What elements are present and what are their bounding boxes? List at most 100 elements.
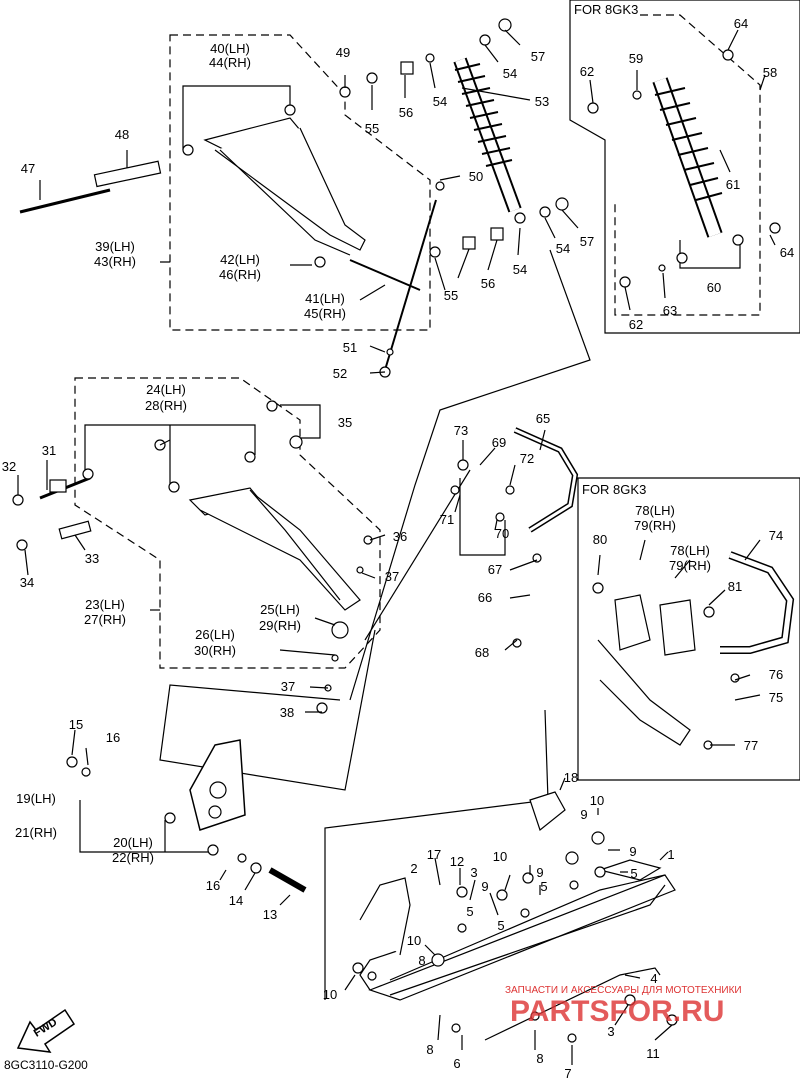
callout-c64b: 64	[779, 245, 795, 260]
callout-c5b: 5	[540, 879, 548, 894]
callout-c15: 15	[68, 717, 84, 732]
callout-c46: 46(RH)	[219, 267, 261, 282]
callout-c20: 20(LH)	[113, 835, 153, 850]
watermark-logo: PARTSFOR.RU	[510, 995, 725, 1028]
callout-c5d: 5	[497, 918, 505, 933]
callout-c9b: 9	[629, 844, 637, 859]
callout-c67: 67	[487, 562, 503, 577]
callout-c78b: 78(LH)	[670, 543, 710, 558]
watermark-text: ЗАПЧАСТИ И АКСЕССУАРЫ ДЛЯ МОТОТЕХНИКИ	[505, 985, 742, 996]
callout-c75: 75	[768, 690, 784, 705]
callout-c60: 60	[706, 280, 722, 295]
callout-c39: 39(LH)	[95, 239, 135, 254]
callout-c57b: 57	[579, 234, 595, 249]
callout-c14: 14	[228, 893, 244, 908]
callout-c26: 26(LH)	[195, 627, 235, 642]
callout-c48: 48	[114, 127, 130, 142]
callout-c10d: 10	[322, 987, 338, 1002]
fwd-arrow-shape	[16, 1008, 76, 1053]
callout-c7: 7	[564, 1066, 572, 1078]
callout-c40: 40(LH)	[210, 41, 250, 56]
callout-c53: 53	[534, 94, 550, 109]
callout-c71: 71	[439, 512, 455, 527]
inset-bottom-box	[577, 477, 800, 781]
lower-arm-group-box	[74, 377, 381, 669]
ski-1	[359, 859, 676, 1041]
callout-c51: 51	[342, 340, 358, 355]
callout-c68: 68	[474, 645, 490, 660]
callout-c4: 4	[650, 971, 658, 986]
leader-shock-to-frame	[349, 249, 591, 701]
callout-c72: 72	[519, 451, 535, 466]
callout-c1: 1	[667, 847, 675, 862]
callout-c27: 27(RH)	[84, 612, 126, 627]
callout-c10b: 10	[492, 849, 508, 864]
callout-c12: 12	[449, 854, 465, 869]
callout-c11: 11	[646, 1046, 660, 1061]
shock-58	[652, 77, 723, 238]
callout-c18: 18	[563, 770, 579, 785]
callout-c62b: 62	[628, 317, 644, 332]
callout-c69: 69	[491, 435, 507, 450]
callout-c37b: 37	[280, 679, 296, 694]
callout-c55b: 55	[443, 288, 459, 303]
callout-c33: 33	[84, 551, 100, 566]
callout-c17: 17	[426, 847, 442, 862]
callout-c16a: 16	[105, 730, 121, 745]
callout-c10c: 10	[406, 933, 422, 948]
callout-c32: 32	[1, 459, 17, 474]
shock-53	[453, 57, 522, 213]
callout-c22: 22(RH)	[112, 850, 154, 865]
callout-c21: 21(RH)	[15, 825, 57, 840]
callout-c9c: 9	[536, 865, 544, 880]
callout-c70: 70	[494, 526, 510, 541]
callout-c23: 23(LH)	[85, 597, 125, 612]
callout-c49: 49	[335, 45, 351, 60]
callout-c8c: 8	[536, 1051, 544, 1066]
callout-c52: 52	[332, 366, 348, 381]
callout-c8b: 8	[426, 1042, 434, 1057]
callout-c57a: 57	[530, 49, 546, 64]
inset-top-dashed	[614, 14, 761, 316]
leader-arm-to-spindle	[324, 709, 549, 1000]
callout-c45: 45(RH)	[304, 306, 346, 321]
callout-c44: 44(RH)	[209, 55, 251, 70]
callout-c56b: 56	[480, 276, 496, 291]
callout-c31: 31	[41, 443, 57, 458]
callout-c36: 36	[392, 529, 408, 544]
callout-c6: 6	[453, 1056, 461, 1071]
callout-c65: 65	[535, 411, 551, 426]
callout-c43: 43(RH)	[94, 254, 136, 269]
callout-c76: 76	[768, 667, 784, 682]
callout-c80: 80	[592, 532, 608, 547]
callout-c8a: 8	[418, 953, 426, 968]
callout-c34: 34	[19, 575, 35, 590]
callout-c63: 63	[662, 303, 678, 318]
inset-top-title: FOR 8GK3	[574, 2, 639, 17]
callout-c2: 2	[410, 861, 418, 876]
callout-c30: 30(RH)	[194, 643, 236, 658]
callout-c61: 61	[725, 177, 741, 192]
callout-c29: 29(RH)	[259, 618, 301, 633]
callout-c66: 66	[477, 590, 493, 605]
leader-lower-to-spindle	[159, 629, 376, 791]
callout-c54c: 54	[555, 241, 571, 256]
callout-c9a: 9	[580, 807, 588, 822]
callout-c79a: 79(RH)	[634, 518, 676, 533]
inset-top-box	[569, 0, 800, 334]
callout-c77: 77	[743, 738, 759, 753]
callout-c47: 47	[20, 161, 36, 176]
callout-c54a: 54	[502, 66, 518, 81]
callout-c9d: 9	[481, 879, 489, 894]
callout-c28: 28(RH)	[145, 398, 187, 413]
callout-c25: 25(LH)	[260, 602, 300, 617]
callout-c73: 73	[453, 423, 469, 438]
callout-c54b: 54	[432, 94, 448, 109]
callout-c42: 42(LH)	[220, 252, 260, 267]
callout-c58: 58	[762, 65, 778, 80]
callout-c56a: 56	[398, 105, 414, 120]
callout-c78a: 78(LH)	[635, 503, 675, 518]
callout-c19: 19(LH)	[16, 791, 56, 806]
